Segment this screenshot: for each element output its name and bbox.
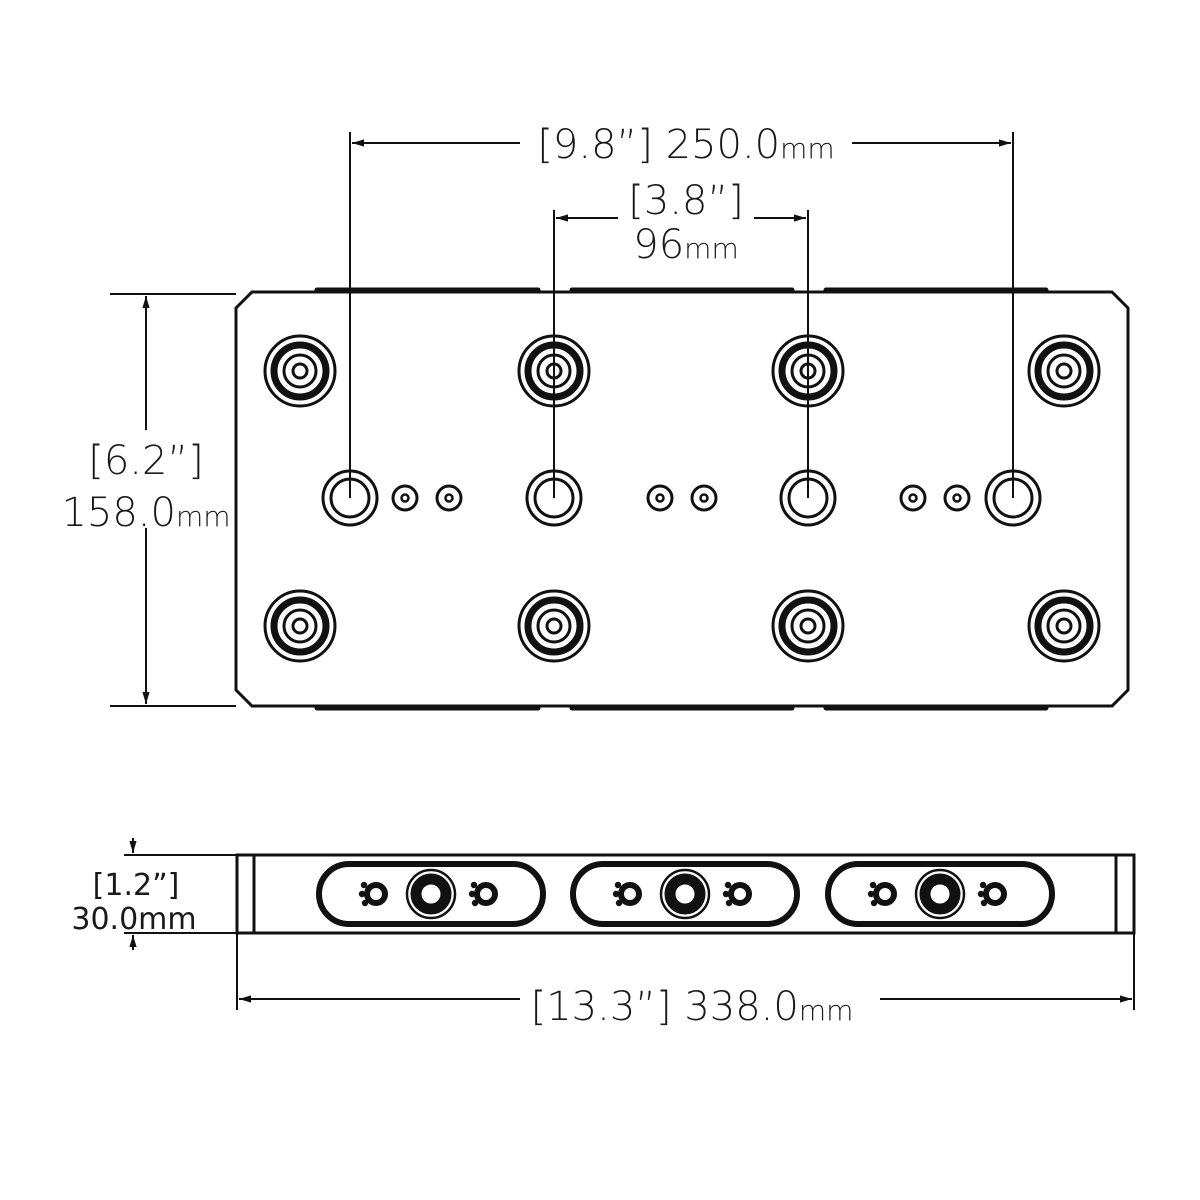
length-dimension: [13.3”] 338.0mm	[236, 933, 1135, 1030]
outer-spacing-dimension: [9.8”] 250.0mm	[349, 122, 1014, 498]
side-body	[235, 853, 1136, 935]
inner-spacing-inch: [3.8”]	[628, 178, 744, 224]
screw-hole	[391, 484, 419, 512]
thickness-unit: mm	[138, 902, 196, 937]
foot-bumper	[1027, 589, 1101, 663]
inner-spacing-dimension: [3.8”] 96mm	[553, 178, 809, 498]
length-label: [13.3”] 338.0mm	[531, 984, 854, 1030]
length-value: 338.0	[684, 984, 799, 1030]
inner-spacing-value: 96	[633, 222, 684, 268]
clip-icon	[722, 881, 752, 907]
clip-icon	[977, 881, 1007, 907]
screw-hole	[435, 484, 463, 512]
height-inch-label: [6.2”]	[88, 438, 204, 484]
outer-spacing-value: 250.0	[666, 122, 781, 168]
side-slot	[825, 861, 1055, 927]
foot-bumper	[771, 589, 845, 663]
feet-group	[263, 334, 1101, 663]
clip-icon	[867, 881, 897, 907]
height-mm-unit: mm	[176, 500, 231, 533]
screw-hole	[943, 484, 971, 512]
length-unit: mm	[799, 994, 854, 1027]
screw-hole	[899, 484, 927, 512]
inner-spacing-mm-label: 96mm	[633, 222, 738, 268]
height-mm-value: 158.0	[61, 490, 176, 536]
clip-icon	[358, 881, 388, 907]
clip-icon	[612, 881, 642, 907]
screw-hole	[646, 484, 674, 512]
thickness-value: 30.0	[71, 902, 138, 937]
thickness-inch-label: [1.2”]	[93, 868, 180, 903]
holes-group	[321, 469, 1042, 527]
foot-bumper	[263, 589, 337, 663]
inner-spacing-unit: mm	[684, 232, 739, 265]
height-mm-label: 158.0mm	[61, 490, 230, 536]
slots-group	[316, 861, 1055, 927]
screw-hole	[690, 484, 718, 512]
side-slot	[316, 861, 546, 927]
thickness-dimension: [1.2”] 30.0mm	[71, 838, 237, 950]
foot-bumper	[263, 334, 337, 408]
height-dimension: [6.2”] 158.0mm	[61, 293, 236, 707]
side-slot	[570, 861, 800, 927]
foot-bumper	[517, 589, 591, 663]
outer-spacing-inch: [9.8”]	[537, 122, 653, 168]
side-view: [1.2”] 30.0mm [13.3”] 338.0mm	[71, 838, 1136, 1030]
outer-spacing-label: [9.8”] 250.0mm	[537, 122, 834, 168]
thickness-mm-label: 30.0mm	[71, 902, 196, 937]
outer-spacing-unit: mm	[780, 132, 835, 165]
plate-outline	[234, 290, 1130, 708]
clip-icon	[468, 881, 498, 907]
top-view: [6.2”] 158.0mm [9.8”] 250.0mm [3.8”] 96m…	[61, 122, 1130, 711]
foot-bumper	[1027, 334, 1101, 408]
length-inch: [13.3”]	[531, 984, 672, 1030]
